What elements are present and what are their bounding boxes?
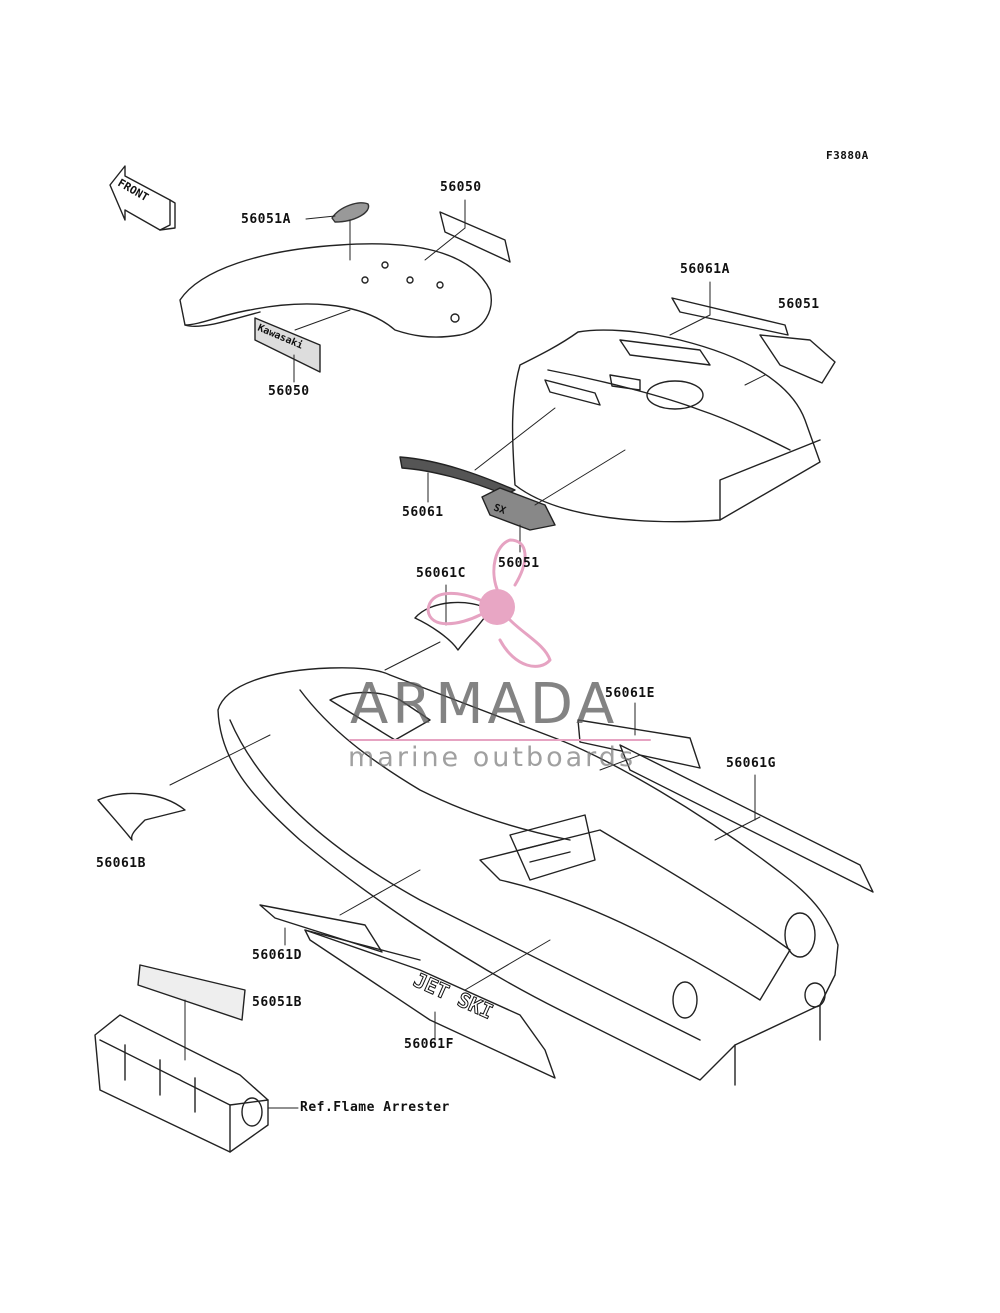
- label-ref-flame-arrester: Ref.Flame Arrester: [300, 1100, 450, 1115]
- label-56061C: 56061C: [416, 566, 466, 581]
- label-56061A: 56061A: [680, 262, 730, 277]
- rear-deck: [511, 329, 821, 523]
- strip-56051B: [137, 964, 246, 1021]
- stripe-56061G: [619, 744, 874, 893]
- label-56061E: 56061E: [605, 686, 655, 701]
- watermark-propeller: [426, 538, 552, 668]
- sx-badge-text: SX: [492, 502, 507, 516]
- strip-56061A: [671, 297, 789, 336]
- label-56061B: 56061B: [96, 856, 146, 871]
- stripe-56061F: [304, 929, 556, 1079]
- flame-arrester: [94, 1014, 269, 1153]
- front-hood: [179, 243, 492, 338]
- label-56051-right: 56051: [778, 297, 820, 312]
- label-56061D: 56061D: [252, 948, 302, 963]
- diagram-code: F3880A: [826, 149, 869, 162]
- label-56051-mid: 56051: [498, 556, 540, 571]
- watermark-title: ARMADA: [350, 672, 619, 737]
- kawasaki-decal: [254, 317, 321, 373]
- watermark-subtitle: marine outboards: [348, 742, 637, 773]
- main-hull: [217, 667, 839, 1086]
- label-56050-bottom: 56050: [268, 384, 310, 399]
- sx-badge: [481, 487, 556, 531]
- leader-lines: [169, 199, 766, 1109]
- emblem-56051A: [331, 202, 370, 223]
- front-arrow: [109, 165, 176, 231]
- strip-56061E: [577, 719, 701, 769]
- label-56061F: 56061F: [404, 1037, 454, 1052]
- label-56061G: 56061G: [726, 756, 776, 771]
- label-56051B: 56051B: [252, 995, 302, 1010]
- label-56050-top: 56050: [440, 180, 482, 195]
- label-56051A: 56051A: [241, 212, 291, 227]
- decal-56051-right: [759, 334, 836, 384]
- strip-56061D: [259, 904, 383, 953]
- decal-56061B: [97, 792, 186, 841]
- label-56061: 56061: [402, 505, 444, 520]
- decal-56061C: [414, 601, 491, 651]
- strip-56050-top: [439, 211, 511, 263]
